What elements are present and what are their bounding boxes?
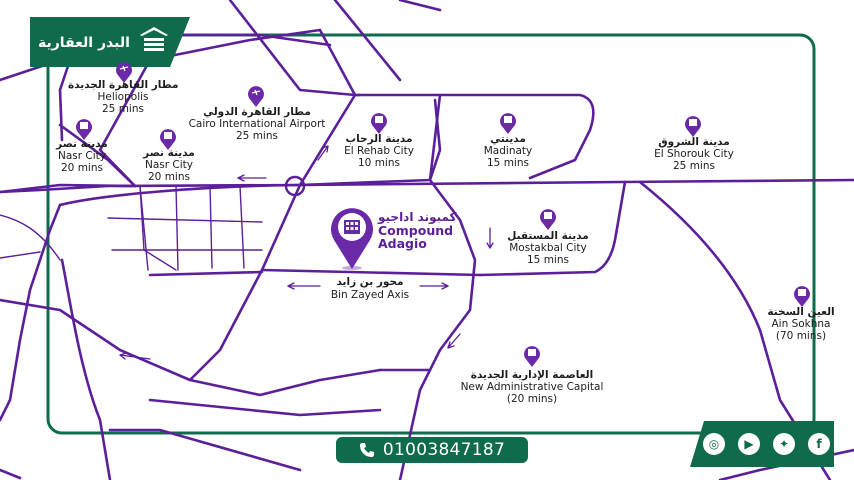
place-arabic: مدينة الشروق xyxy=(658,136,730,148)
place-english: Nasr City xyxy=(145,159,193,172)
place-english: Heliopolis xyxy=(97,91,149,104)
place-time: 20 mins xyxy=(61,162,103,175)
axis-arabic: محور بن زايد xyxy=(336,276,404,288)
compound-english-1: Compound xyxy=(378,222,454,238)
place-english: Ain Sokhna xyxy=(771,318,831,331)
building-pin-icon xyxy=(500,113,516,134)
place-time: 20 mins xyxy=(148,171,190,184)
place-arabic: مطار القاهرة الدولي xyxy=(203,106,311,118)
plane-pin-icon xyxy=(116,62,132,83)
place-english: Mostakbal City xyxy=(509,242,587,255)
place-arabic: العاصمة الإدارية الجديدة xyxy=(470,369,594,381)
phone-button[interactable]: 01003847187 xyxy=(336,437,528,463)
building-pin-icon xyxy=(524,346,540,367)
direction-arrows xyxy=(119,145,494,360)
place-time: (20 mins) xyxy=(506,393,558,406)
place-arabic: العين السخنة xyxy=(767,306,835,318)
place-time: 15 mins xyxy=(487,157,529,170)
secondary-streets xyxy=(0,185,263,271)
compound-title: كمبوند اداجيو Compound Adagio xyxy=(378,211,457,250)
place-time: 25 mins xyxy=(102,103,144,116)
youtube-icon[interactable]: ▶ xyxy=(738,433,760,455)
building-pin-icon xyxy=(160,129,176,150)
place-arabic: مدينة الرحاب xyxy=(345,133,413,145)
place-time: 15 mins xyxy=(527,254,569,267)
place-arabic: مدينة نصر xyxy=(143,147,195,159)
place-english: Nasr City xyxy=(58,150,106,163)
place-english: El Shorouk City xyxy=(654,148,734,161)
twitter-icon[interactable]: ✦ xyxy=(773,433,795,455)
place-arabic: مدينة نصر xyxy=(56,138,108,150)
place-english: El Rehab City xyxy=(344,145,414,158)
social-ribbon xyxy=(690,421,834,467)
roundabout xyxy=(284,175,306,197)
axis-english: Bin Zayed Axis xyxy=(330,288,410,301)
axis-label: محور بن زايد Bin Zayed Axis xyxy=(300,276,440,301)
place-time: 25 mins xyxy=(236,130,278,143)
place-arabic: مدينتي xyxy=(490,133,526,145)
plane-pin-icon xyxy=(248,86,264,107)
compound-arabic: كمبوند اداجيو xyxy=(378,210,457,224)
phone-icon xyxy=(359,443,374,457)
place-time: 10 mins xyxy=(358,157,400,170)
place-time: (70 mins) xyxy=(775,330,827,343)
place-arabic: مطار القاهرة الجديدة xyxy=(68,79,179,91)
building-pin-icon xyxy=(794,286,810,307)
building-logo-icon xyxy=(140,27,168,51)
place-english: New Administrative Capital xyxy=(460,381,604,394)
place-english: Madinaty xyxy=(483,145,533,158)
phone-number: 01003847187 xyxy=(382,440,506,460)
brand-ribbon xyxy=(30,17,190,67)
brand-name[interactable]: البدر العقارية xyxy=(38,35,130,51)
building-pin-icon xyxy=(540,209,556,230)
place-arabic: مدينة المستقبل xyxy=(507,230,589,242)
instagram-icon[interactable]: ◎ xyxy=(703,433,725,455)
facebook-icon[interactable]: f xyxy=(808,433,830,455)
building-pin-icon xyxy=(371,113,387,134)
compound-english-2: Adagio xyxy=(378,235,427,251)
building-pin-icon xyxy=(685,116,701,137)
compound-pin-icon[interactable] xyxy=(329,204,375,270)
building-pin-icon xyxy=(76,119,92,140)
place-time: 25 mins xyxy=(673,160,715,173)
place-english: Cairo International Airport xyxy=(188,118,326,131)
